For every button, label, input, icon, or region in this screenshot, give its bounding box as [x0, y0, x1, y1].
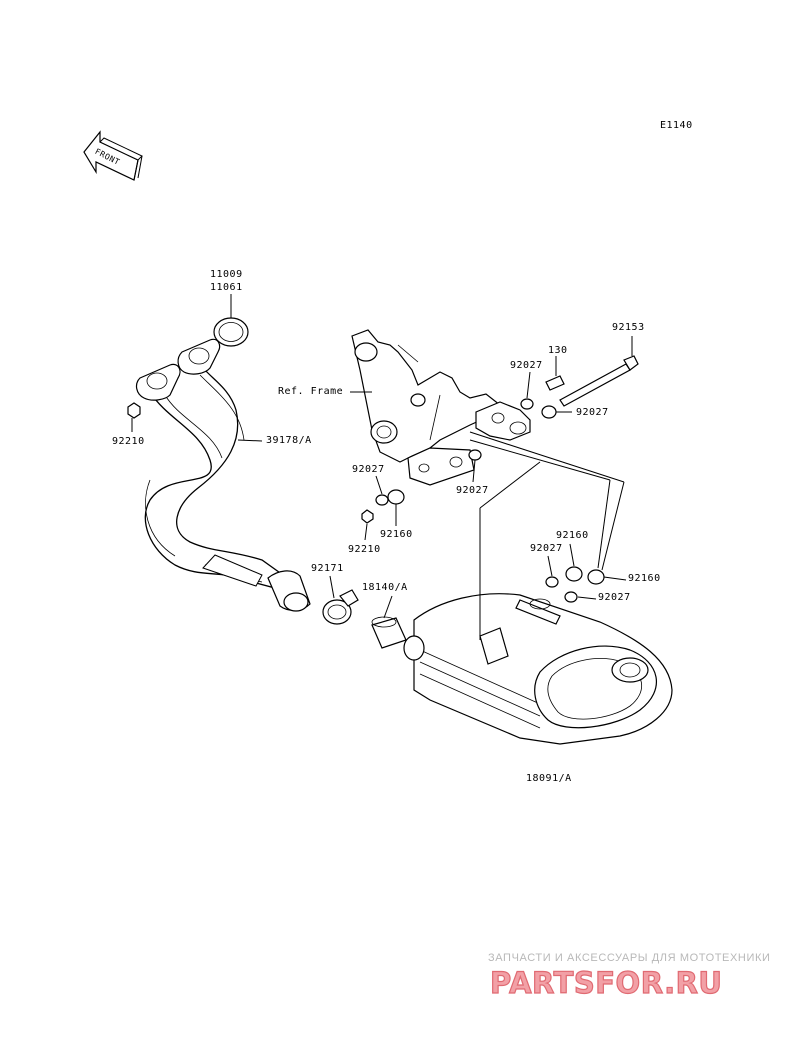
part-label-11009: 11009: [210, 269, 243, 280]
pipe-clamp: [322, 589, 359, 625]
frame-section: [351, 329, 531, 486]
part-label-92160: 92160: [556, 530, 589, 541]
connector-gasket: [371, 616, 407, 649]
washer: [361, 398, 605, 603]
watermark-logo: PARTSFOR.RU: [489, 965, 723, 1000]
part-label-92153: 92153: [612, 322, 645, 333]
diagram-code: E1140: [660, 120, 693, 131]
watermark-subtitle: ЗАПЧАСТИ И АКСЕССУАРЫ ДЛЯ МОТОТЕХНИКИ: [488, 952, 771, 964]
part-label-18140a: 18140/A: [362, 582, 408, 593]
exhaust-header-pipes: [144, 369, 311, 612]
part-label-18091a: 18091/A: [526, 773, 572, 784]
part-label-92027: 92027: [576, 407, 609, 418]
pipe-flange: [135, 338, 221, 401]
front-arrow-icon: [83, 130, 143, 181]
part-label-92027: 92027: [530, 543, 563, 554]
nut: [127, 402, 141, 419]
part-label-92160: 92160: [628, 573, 661, 584]
bolt: [545, 355, 639, 407]
part-label-92027: 92027: [510, 360, 543, 371]
leader-lines: [131, 294, 633, 640]
part-label-92027: 92027: [352, 464, 385, 475]
part-label-92027: 92027: [456, 485, 489, 496]
part-label-130: 130: [548, 345, 568, 356]
part-label-92210: 92210: [112, 436, 145, 447]
gasket-ring: [213, 317, 249, 347]
part-label-92160: 92160: [380, 529, 413, 540]
muffler: [403, 593, 673, 745]
part-label-92027: 92027: [598, 592, 631, 603]
part-label-39178a: 39178/A: [266, 435, 312, 446]
part-label-92210: 92210: [348, 544, 381, 555]
ref-frame-label: Ref. Frame: [278, 386, 344, 397]
part-label-92171: 92171: [311, 563, 344, 574]
part-label-11061: 11061: [210, 282, 243, 293]
